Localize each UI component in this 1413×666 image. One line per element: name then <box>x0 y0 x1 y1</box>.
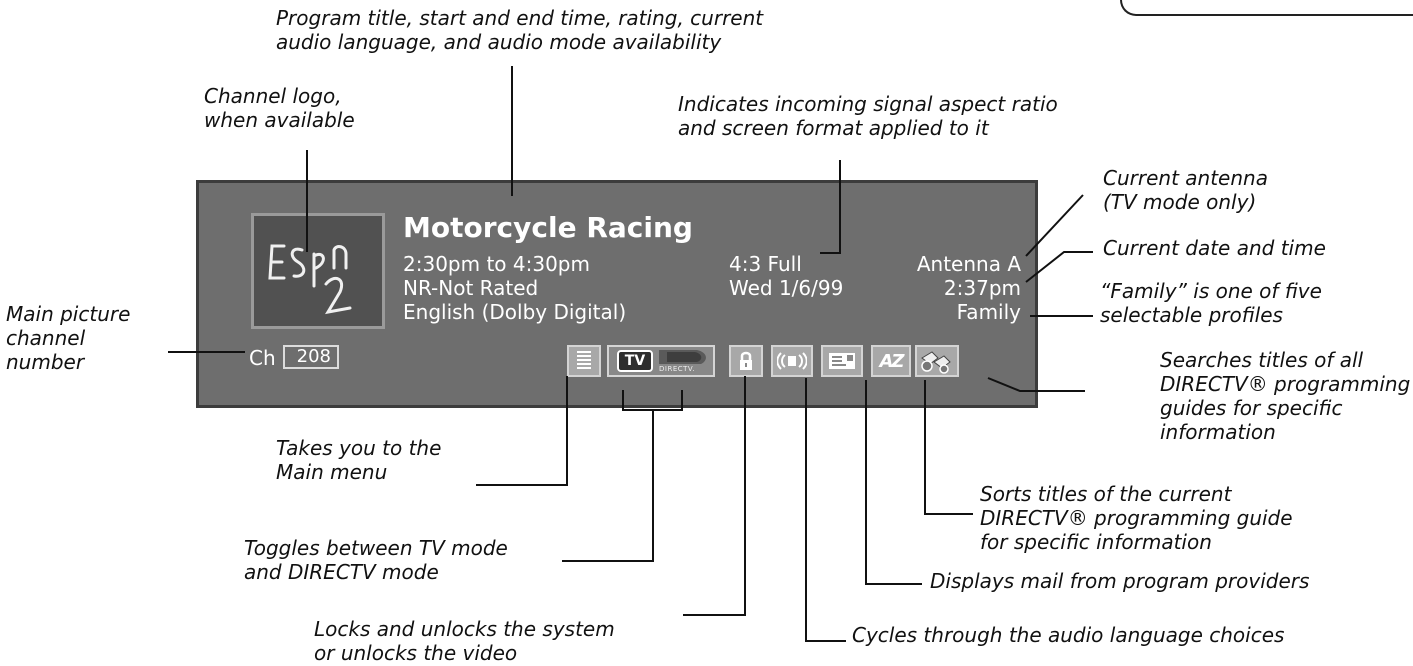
program-rating: NR-Not Rated <box>403 276 539 300</box>
audio-icon <box>777 352 807 370</box>
channel-label: Ch <box>249 346 276 370</box>
corner-frame <box>1120 0 1413 16</box>
program-title: Motorcycle Racing <box>403 211 693 244</box>
aspect-ratio-format: 4:3 Full <box>729 252 802 276</box>
main-menu-button[interactable] <box>567 345 601 377</box>
tv-mode-icon: TV <box>617 350 653 372</box>
callout-audio-cycle: Cycles through the audio language choice… <box>852 623 1285 647</box>
binoculars-search-icon <box>921 351 951 374</box>
directv-mode-icon: DIRECTV. <box>657 348 713 374</box>
az-sort-button[interactable]: AZ <box>871 345 911 377</box>
callout-date-time: Current date and time <box>1103 236 1326 260</box>
channel-number-box: 208 <box>283 345 339 369</box>
mode-toggle-button[interactable]: TV DIRECTV. <box>607 345 715 377</box>
audio-language-button[interactable] <box>771 345 813 377</box>
current-time: 2:37pm <box>943 276 1021 300</box>
lock-icon <box>740 351 752 370</box>
current-profile: Family <box>956 300 1021 324</box>
menu-list-icon <box>577 351 591 369</box>
callout-family-profile: “Family” is one of five selectable profi… <box>1100 279 1322 327</box>
callout-channel-logo: Channel logo,when available <box>204 84 355 132</box>
callout-program-info: Program title, start and end time, ratin… <box>276 6 764 54</box>
program-time-range: 2:30pm to 4:30pm <box>403 252 590 276</box>
channel-logo <box>251 213 385 329</box>
mail-button[interactable] <box>821 345 863 377</box>
callout-antenna: Current antenna(TV mode only) <box>1103 166 1268 214</box>
audio-language: English (Dolby Digital) <box>403 300 627 324</box>
lock-button[interactable] <box>729 345 763 377</box>
directv-label: DIRECTV. <box>659 365 696 373</box>
mail-icon <box>829 353 855 369</box>
az-sort-icon: AZ <box>879 350 905 372</box>
current-date: Wed 1/6/99 <box>729 276 844 300</box>
channel-banner-panel: Motorcycle Racing 2:30pm to 4:30pm NR-No… <box>196 180 1038 408</box>
callout-mail: Displays mail from program providers <box>930 569 1310 593</box>
current-antenna: Antenna A <box>916 252 1021 276</box>
search-button[interactable] <box>915 345 959 377</box>
espn2-logo-icon <box>268 244 352 315</box>
